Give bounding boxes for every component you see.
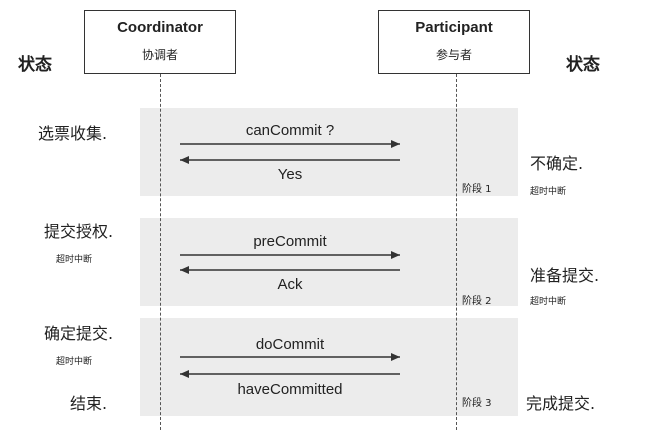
phase-3-band [140,318,518,416]
msg-docommit: doCommit [255,336,325,353]
msg-yes: Yes [277,166,303,183]
participant-lifeline [456,74,457,430]
participant-box: Participant 参与者 [378,10,530,74]
phase-3-left-timeout: 超时中断 [56,357,93,367]
phase-3-right-state: 完成提交. [526,394,596,413]
coordinator-title: Coordinator [117,19,203,36]
phase-2-left-state: 提交授权. [44,222,114,241]
msg-ack: Ack [277,276,303,293]
msg-cancommit: canCommit ? [245,122,335,139]
participant-title: Participant [415,19,493,36]
phase-1-band [140,108,518,196]
participant-subtitle: 参与者 [435,48,472,62]
msg-precommit: preCommit [253,233,327,250]
coordinator-lifeline [160,74,161,430]
phase-3-left-state: 确定提交. [44,324,114,343]
state-header-right: 状态 [566,55,600,75]
msg-havecommitted: haveCommitted [237,381,343,398]
stage-1-label: 阶段 1 [462,184,492,195]
end-state-label: 结束. [70,394,108,413]
stage-3-label: 阶段 3 [462,398,492,409]
coordinator-box: Coordinator 协调者 [84,10,236,74]
phase-1-left-state: 选票收集. [38,124,108,143]
phase-2-right-timeout: 超时中断 [530,297,567,307]
phase-1-right-timeout: 超时中断 [530,187,567,197]
state-header-left: 状态 [18,55,52,75]
phase-2-right-state: 准备提交. [530,266,600,285]
phase-1-right-state: 不确定. [530,154,584,173]
phase-2-left-timeout: 超时中断 [56,255,93,265]
phase-2-band [140,218,518,306]
coordinator-subtitle: 协调者 [141,48,178,62]
stage-2-label: 阶段 2 [462,296,492,307]
